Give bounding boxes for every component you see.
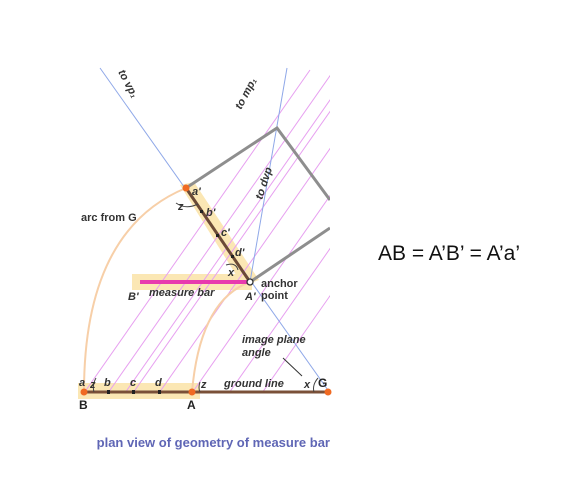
parallel-lines <box>83 69 330 394</box>
label-b-prime-small: b' <box>206 207 216 219</box>
label-gl-d: d <box>155 377 162 389</box>
equation: AB = A’B’ = A’a’ <box>378 242 521 265</box>
label-anchor: anchor <box>261 278 298 290</box>
arcs <box>83 187 251 393</box>
label-a-prime-cap: A' <box>244 291 256 303</box>
label-x-mid: x <box>227 267 235 279</box>
label-gl-c: c <box>130 377 136 389</box>
label-point: point <box>261 290 288 302</box>
point-G <box>324 388 332 396</box>
image-plane-leader <box>282 357 303 377</box>
point-a-prime <box>182 184 190 192</box>
label-gl-A: A <box>187 398 196 412</box>
base-outline <box>249 226 330 284</box>
figure-caption: plan view of geometry of measure bar <box>96 435 330 450</box>
point-B <box>80 388 88 396</box>
anchor-point <box>246 278 254 286</box>
label-ground-line: ground line <box>223 378 284 390</box>
arc-from-a <box>191 281 251 393</box>
label-gl-z1: z <box>89 379 96 391</box>
label-gl-x: x <box>303 379 311 391</box>
line-to-dvp <box>249 67 288 283</box>
label-to-mp1: to mp₁ <box>233 76 260 112</box>
label-angle: angle <box>242 347 271 359</box>
square-outline <box>185 125 330 201</box>
label-z-top: z <box>177 201 184 213</box>
label-gl-B: B <box>79 398 88 412</box>
label-gl-G: G <box>318 376 327 390</box>
label-gl-z2: z <box>200 379 207 391</box>
tick-marks <box>107 210 234 394</box>
points <box>80 184 332 396</box>
label-gl-b: b <box>104 377 111 389</box>
point-A <box>188 388 196 396</box>
label-a-prime-small: a' <box>192 186 201 198</box>
arc-from-g <box>83 187 187 393</box>
label-b-prime-cap: B' <box>128 291 139 303</box>
diagram-labels: to vp₁ to mp₁ to dvp arc from G a' z b' … <box>79 68 327 412</box>
label-measure-bar: measure bar <box>149 287 215 299</box>
label-c-prime-small: c' <box>221 227 230 239</box>
label-arc-from-g: arc from G <box>81 212 137 224</box>
label-gl-a: a <box>79 377 85 389</box>
label-d-prime-small: d' <box>235 247 245 259</box>
label-image-plane: image plane <box>242 334 306 346</box>
angle-marks <box>92 202 319 393</box>
